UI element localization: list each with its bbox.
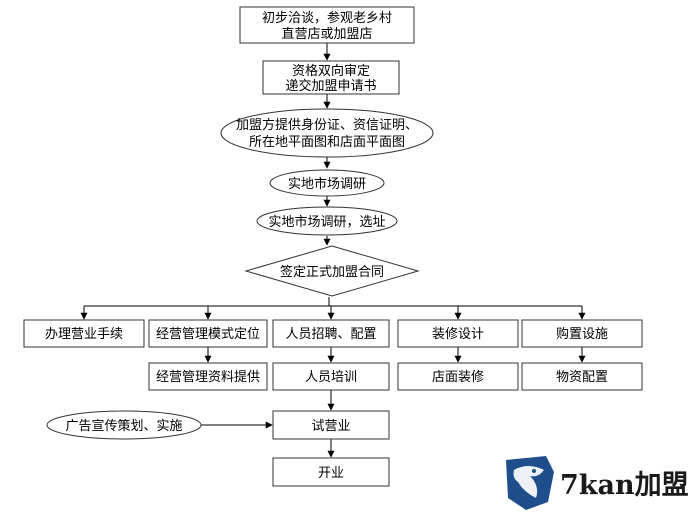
step-documents: 加盟方提供身份证、资信证明、 所在地平面图和店面平面图 — [220, 108, 434, 158]
step-qualification-line1: 资格双向审定 — [292, 63, 370, 79]
box-grand-opening-label: 开业 — [318, 466, 344, 481]
box-management-materials-label: 经营管理资料提供 — [156, 369, 260, 385]
step-initial-talk-line2: 直营店或加盟店 — [281, 27, 372, 42]
step-market-research: 实地市场调研 — [269, 169, 385, 197]
box-decoration-design: 装修设计 — [397, 319, 519, 348]
step-initial-talk: 初步洽谈，参观老乡村 直营店或加盟店 — [239, 6, 415, 44]
box-supplies-allocation: 物资配置 — [521, 362, 643, 391]
box-staff-training-label: 人员培训 — [305, 369, 357, 385]
step-initial-talk-line1: 初步洽谈，参观老乡村 — [262, 10, 392, 26]
step-site-selection-label: 实地市场调研，选址 — [268, 214, 385, 230]
box-purchase-equipment-label: 购置设施 — [556, 326, 608, 342]
box-purchase-equipment: 购置设施 — [521, 319, 643, 348]
box-management-model: 经营管理模式定位 — [148, 319, 268, 348]
step-advertising: 广告宣传策划、实施 — [46, 410, 202, 440]
step-sign-contract-label: 签定正式加盟合同 — [280, 264, 384, 280]
step-sign-contract: 签定正式加盟合同 — [244, 245, 420, 297]
box-trial-operation: 试营业 — [272, 410, 390, 440]
box-management-materials: 经营管理资料提供 — [148, 362, 268, 391]
box-business-license: 办理营业手续 — [23, 319, 145, 348]
box-staff-training: 人员培训 — [272, 362, 390, 391]
box-staff-recruitment-label: 人员招聘、配置 — [285, 327, 376, 342]
step-site-selection: 实地市场调研，选址 — [256, 206, 398, 236]
box-business-license-label: 办理营业手续 — [45, 327, 123, 342]
box-decoration-design-label: 装修设计 — [432, 327, 484, 342]
step-advertising-label: 广告宣传策划、实施 — [65, 418, 182, 434]
box-store-decoration: 店面装修 — [397, 362, 519, 391]
box-trial-operation-label: 试营业 — [311, 419, 350, 434]
step-qualification-line2: 递交加盟申请书 — [285, 78, 376, 94]
step-market-research-label: 实地市场调研 — [288, 176, 366, 192]
watermark-logo: 7kan加盟 — [506, 456, 689, 510]
step-documents-line1: 加盟方提供身份证、资信证明、 — [236, 117, 418, 133]
connectors — [80, 43, 586, 458]
watermark-brand-text: 7kan加盟 — [560, 470, 689, 501]
step-documents-line2: 所在地平面图和店面平面图 — [249, 135, 405, 150]
box-grand-opening: 开业 — [272, 457, 390, 487]
box-store-decoration-label: 店面装修 — [432, 370, 484, 385]
step-qualification: 资格双向审定 递交加盟申请书 — [262, 60, 400, 95]
box-staff-recruitment: 人员招聘、配置 — [272, 319, 390, 348]
box-supplies-allocation-label: 物资配置 — [556, 370, 608, 385]
box-management-model-label: 经营管理模式定位 — [156, 327, 260, 342]
shark-emblem-icon — [506, 456, 554, 510]
